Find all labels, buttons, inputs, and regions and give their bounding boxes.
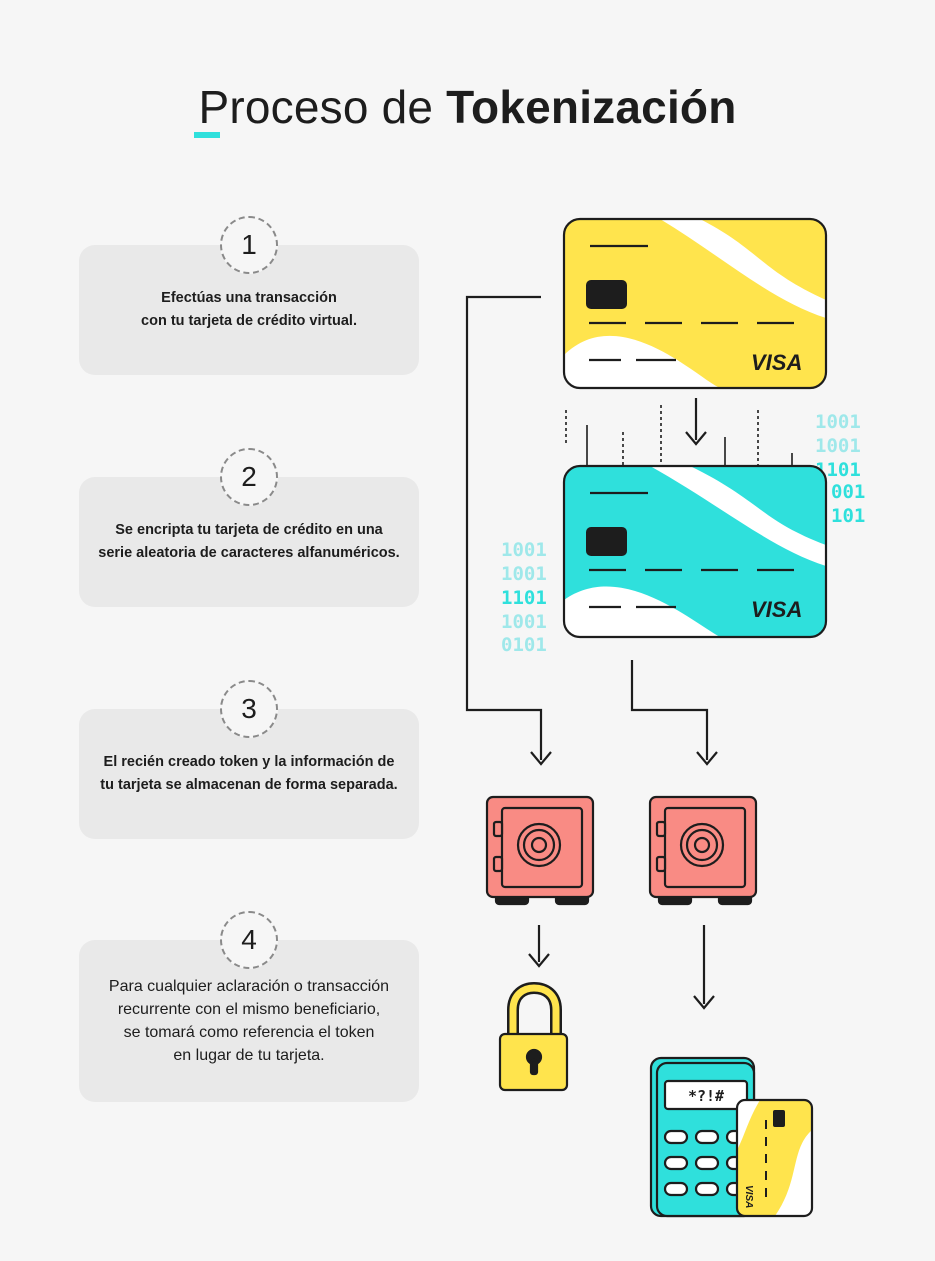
svg-text:1001: 1001 — [501, 563, 547, 585]
step-2-line-2: serie aleatoria de caracteres alfanuméri… — [98, 545, 400, 561]
binary-left: 1001 1001 1101 1001 0101 — [501, 539, 547, 656]
encryption-lines — [565, 405, 793, 468]
step-4-line-1: Para cualquier aclaración o transacción — [108, 978, 390, 995]
step-4-badge: 4 — [220, 911, 278, 969]
terminal-card-brand: VISA — [743, 1185, 754, 1208]
svg-text:1001: 1001 — [815, 411, 861, 433]
title-underline — [194, 132, 220, 138]
step-3-text: El recién creado token y la información … — [100, 751, 397, 797]
svg-text:1001: 1001 — [815, 435, 861, 457]
step-1-text: Efectúas una transacción con tu tarjeta … — [141, 287, 357, 333]
step-4-line-3: se tomará como referencia el token — [123, 1024, 375, 1041]
arrow-down-icon — [528, 953, 550, 968]
step-4-line-4: en lugar de tu tarjeta. — [173, 1047, 325, 1064]
arrow-down-icon — [693, 995, 715, 1010]
connector-left — [465, 295, 543, 760]
credit-card-icon: VISA — [735, 1098, 814, 1218]
step-3-badge: 3 — [220, 680, 278, 738]
title-bold: Tokenización — [446, 81, 737, 133]
step-3-line-2: tu tarjeta se almacenan de forma separad… — [100, 777, 398, 793]
card-brand-teal: VISA — [751, 597, 802, 622]
step-2-line-1: Se encripta tu tarjeta de crédito en una — [115, 522, 383, 538]
step-2-badge: 2 — [220, 448, 278, 506]
arrow-down-icon — [696, 751, 718, 766]
svg-text:1001: 1001 — [501, 611, 547, 633]
step-1-line-2: con tu tarjeta de crédito virtual. — [141, 313, 357, 329]
safe-icon — [648, 795, 758, 906]
step-1-line-1: Efectúas una transacción — [161, 290, 337, 306]
padlock-icon — [498, 981, 569, 1092]
svg-text:101: 101 — [831, 505, 865, 527]
step-3-line-1: El recién creado token y la información … — [103, 754, 395, 770]
payment-terminal-icon: *?!# — [649, 1056, 756, 1218]
arrow-down-icon — [530, 751, 552, 766]
title-light: Proceso de — [198, 81, 447, 133]
step-2-box: Se encripta tu tarjeta de crédito en una… — [79, 477, 419, 607]
step-1-badge: 1 — [220, 216, 278, 274]
binary-right: 1001 1001 1101 001 101 — [815, 411, 865, 527]
svg-text:1001: 1001 — [501, 539, 547, 561]
terminal-screen-text: *?!# — [688, 1087, 724, 1105]
svg-text:1101: 1101 — [815, 459, 861, 481]
svg-text:0101: 0101 — [501, 634, 547, 656]
credit-card-icon: VISA — [562, 464, 828, 639]
safe-icon — [485, 795, 595, 906]
connector-lines — [465, 295, 718, 1010]
svg-text:001: 001 — [831, 481, 865, 503]
page-title: Proceso de Tokenización — [0, 80, 935, 134]
step-2-text: Se encripta tu tarjeta de crédito en una… — [98, 519, 399, 565]
step-4-line-2: recurrente con el mismo beneficiario, — [117, 1001, 381, 1018]
arrow-down-icon — [685, 431, 707, 446]
card-brand-yellow: VISA — [751, 350, 802, 375]
step-1-box: Efectúas una transacción con tu tarjeta … — [79, 245, 419, 375]
connector-right — [630, 660, 709, 760]
step-4-text: Para cualquier aclaración o transacción … — [109, 975, 389, 1067]
svg-text:1101: 1101 — [501, 587, 547, 609]
credit-card-icon: VISA — [562, 217, 828, 390]
